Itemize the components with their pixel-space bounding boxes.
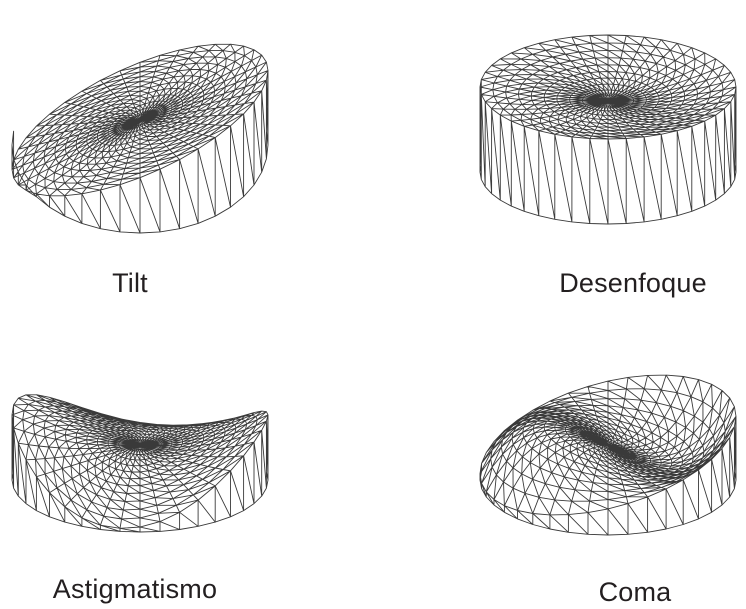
astigmatismo-mesh-surface	[0, 370, 290, 570]
mesh-wireframe	[480, 375, 736, 535]
astigmatismo-label: Astigmatismo	[10, 574, 260, 605]
desenfoque-label: Desenfoque	[520, 268, 746, 299]
coma-label: Coma	[560, 577, 710, 608]
tilt-mesh-surface	[0, 0, 290, 250]
mesh-wireframe	[12, 44, 268, 233]
tilt-label: Tilt	[70, 268, 190, 299]
desenfoque-mesh-surface	[470, 0, 746, 250]
coma-mesh-surface	[470, 370, 746, 570]
mesh-wireframe	[480, 35, 736, 224]
mesh-wireframe	[12, 395, 268, 532]
